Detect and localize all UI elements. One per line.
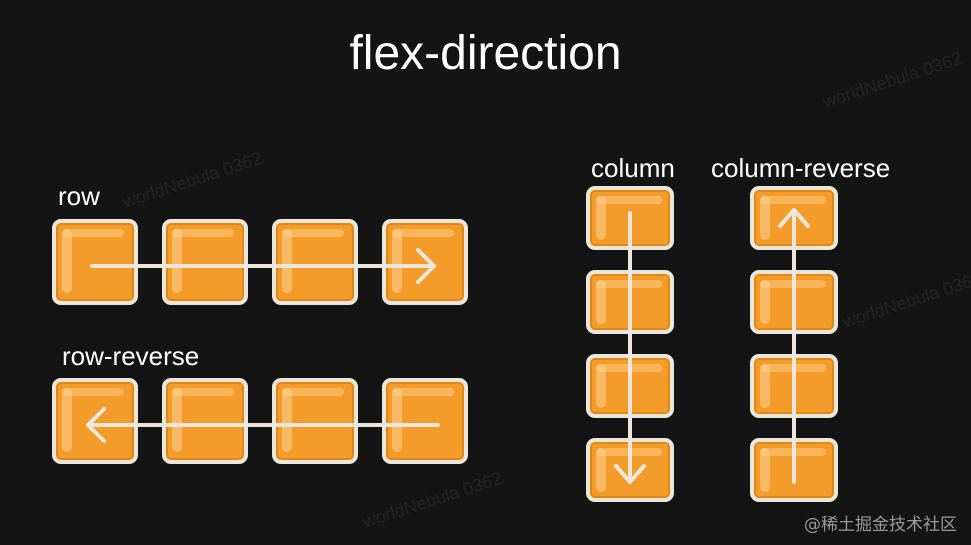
label-row-reverse: row-reverse [62, 341, 200, 371]
row-reverse-box-3 [272, 378, 358, 464]
row-box-3 [272, 219, 358, 305]
row-reverse-box-4 [382, 378, 468, 464]
label-row: row [58, 181, 100, 211]
row-arrow-right-icon [90, 248, 436, 284]
row-box-4 [382, 219, 468, 305]
page-title: flex-direction [349, 27, 622, 80]
label-column: column [591, 153, 675, 183]
row-reverse-box-2 [162, 378, 248, 464]
row-reverse-arrow-left-icon [86, 407, 440, 443]
column-arrow-down-icon [614, 211, 646, 484]
row-reverse-box-1 [52, 378, 138, 464]
row-box-2 [162, 219, 248, 305]
credit-text: @稀土掘金技术社区 [804, 515, 957, 535]
column-reverse-arrow-up-icon [778, 208, 810, 484]
row-box-1 [52, 219, 138, 305]
label-column-reverse: column-reverse [711, 153, 891, 183]
